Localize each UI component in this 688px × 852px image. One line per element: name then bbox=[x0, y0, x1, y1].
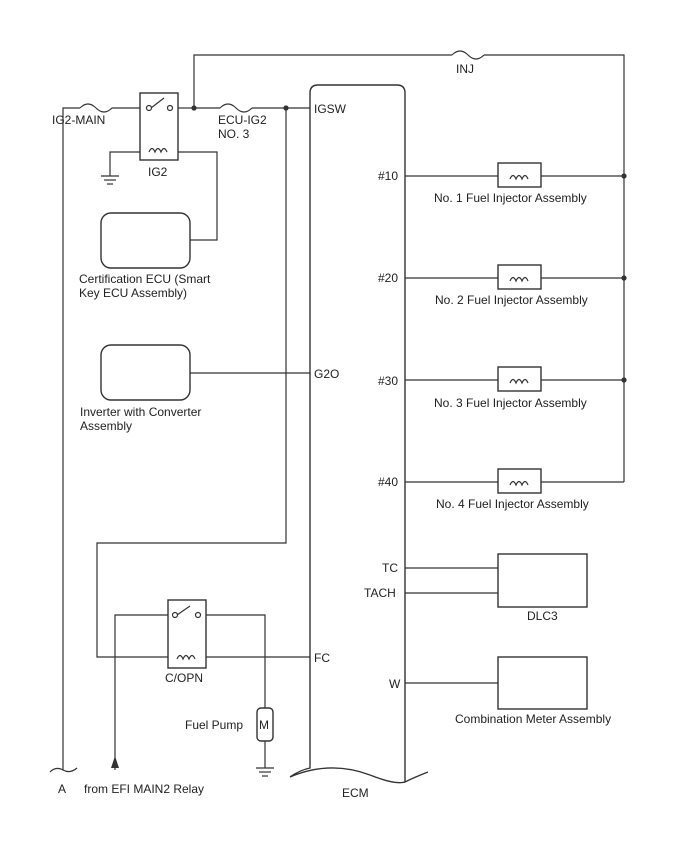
ecm-box bbox=[289, 84, 429, 784]
fuel-pump-label: Fuel Pump bbox=[185, 718, 243, 732]
fuel-pump-motor-icon: M bbox=[256, 707, 274, 777]
injector-3-label: No. 3 Fuel Injector Assembly bbox=[434, 396, 587, 410]
fuse-inj bbox=[451, 50, 485, 60]
arrow-up-icon bbox=[111, 756, 119, 768]
relay-copn bbox=[167, 599, 207, 669]
ecm-pin-fc: FC bbox=[314, 651, 330, 665]
injector-1 bbox=[405, 162, 627, 188]
ground-ig2-icon bbox=[101, 175, 119, 185]
inverter-box bbox=[100, 344, 191, 401]
ecm-pin-g2o: G2O bbox=[314, 367, 339, 381]
relay-copn-label: C/OPN bbox=[165, 671, 203, 685]
relay-ig2-label: IG2 bbox=[148, 165, 168, 179]
from-efi-label: from EFI MAIN2 Relay bbox=[84, 782, 204, 796]
fuse-ecu-ig2-no3 bbox=[219, 103, 253, 113]
inverter-label-1: Inverter with Converter bbox=[80, 405, 201, 419]
fuse-ig2-main-label: IG2-MAIN bbox=[52, 113, 105, 127]
wire-a-supply bbox=[62, 107, 80, 770]
ecm-pin-igsw: IGSW bbox=[314, 102, 347, 116]
wire-copn-fuel-pump bbox=[206, 614, 266, 708]
injector-1-label: No. 1 Fuel Injector Assembly bbox=[434, 191, 587, 205]
injector-2 bbox=[405, 264, 627, 290]
cert-ecu-label-1: Certification ECU (Smart bbox=[79, 272, 211, 286]
relay-ig2 bbox=[139, 92, 194, 161]
fuse-ecu-ig2-label-1: ECU-IG2 bbox=[218, 113, 267, 127]
fuse-ecu-ig2-label-2: NO. 3 bbox=[218, 127, 250, 141]
injector-4 bbox=[405, 468, 624, 494]
ecm-pin-tc: TC bbox=[382, 561, 398, 575]
fuse-inj-label: INJ bbox=[456, 62, 474, 76]
combination-meter-label: Combination Meter Assembly bbox=[455, 712, 611, 726]
injector-3-pin: #30 bbox=[378, 374, 398, 388]
combination-meter-box bbox=[497, 656, 588, 710]
cert-ecu-label-2: Key ECU Assembly) bbox=[79, 286, 187, 300]
wire-ig2-cert-ecu bbox=[178, 151, 218, 241]
wire-inj-bus bbox=[484, 54, 625, 482]
ecm-pin-w: W bbox=[389, 677, 401, 691]
ecm-label: ECM bbox=[342, 786, 369, 800]
dlc3-label: DLC3 bbox=[527, 609, 558, 623]
motor-symbol: M bbox=[259, 718, 269, 732]
wire-efi-main2 bbox=[114, 614, 168, 770]
ecm-pin-tach: TACH bbox=[364, 586, 396, 600]
wire-inj-feed bbox=[193, 54, 452, 108]
connector-a-break bbox=[49, 767, 78, 773]
dlc3-box bbox=[497, 553, 588, 608]
injector-2-pin: #20 bbox=[378, 271, 398, 285]
fuse-ig2-main bbox=[79, 103, 140, 113]
injector-4-pin: #40 bbox=[378, 475, 398, 489]
injector-4-label: No. 4 Fuel Injector Assembly bbox=[436, 497, 589, 511]
inverter-label-2: Assembly bbox=[80, 419, 132, 433]
connector-a-label: A bbox=[58, 782, 66, 796]
wire-ig2-coil-ground bbox=[109, 151, 140, 176]
injector-3 bbox=[405, 366, 627, 392]
injector-1-pin: #10 bbox=[378, 169, 398, 183]
cert-ecu-box bbox=[100, 212, 191, 269]
injector-2-label: No. 2 Fuel Injector Assembly bbox=[435, 293, 588, 307]
